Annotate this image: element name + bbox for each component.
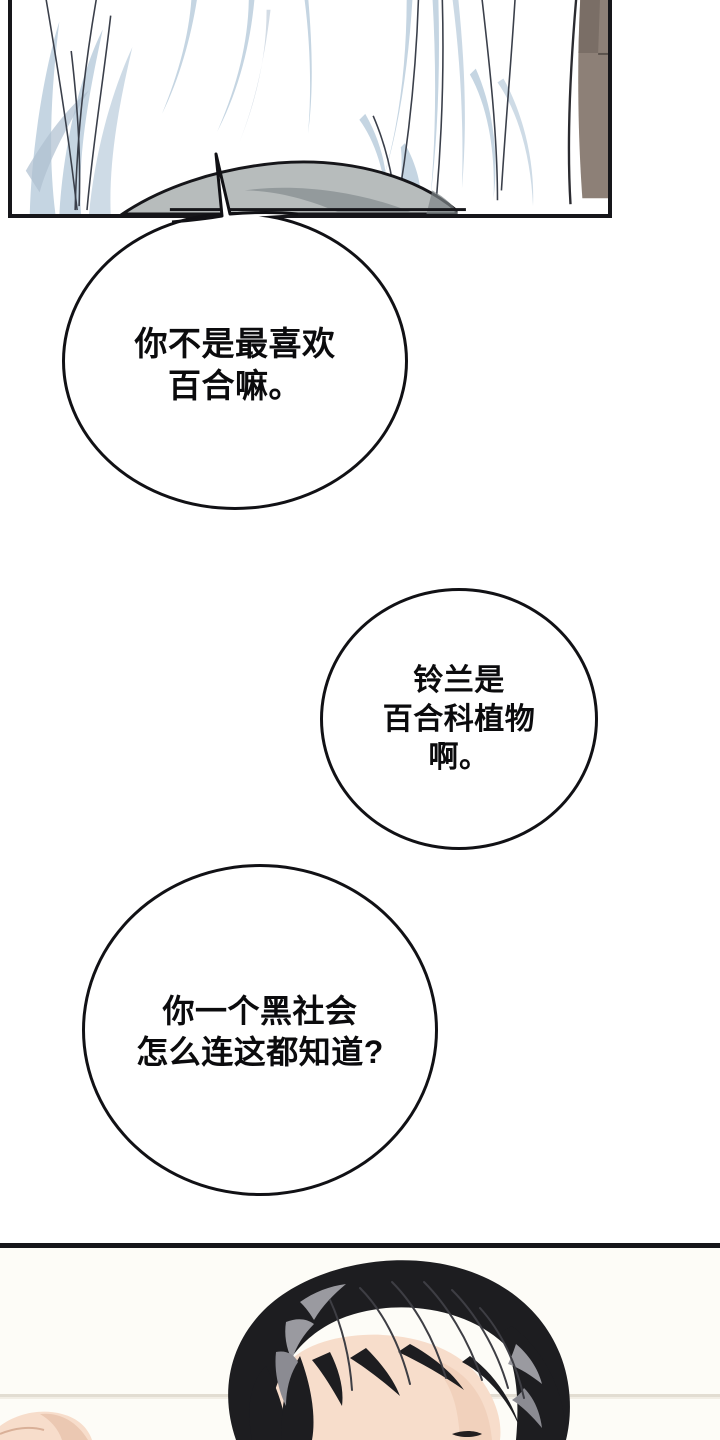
speech-bubble-3[interactable]: 你一个黑社会 怎么连这都知道? [82,864,438,1196]
speech-bubble-1[interactable]: 你不是最喜欢 百合嘛。 [62,212,408,510]
eyebrow [452,1431,482,1437]
grass-leaves-left [25,21,133,214]
comic-panel-top [8,0,612,218]
top-panel-artwork [12,0,608,214]
background-post [567,0,608,205]
speech-bubble-3-text: 你一个黑社会 怎么连这都知道? [136,993,384,1070]
hair-strand-lines [329,1281,525,1399]
speech-bubble-2[interactable]: 铃兰是 百合科植物 啊。 [320,588,598,850]
grass-leaves-center [161,0,312,144]
speech-bubble-2-text: 铃兰是 百合科植物 啊。 [382,664,536,775]
background-figure-shoulder [0,1411,92,1440]
panel-bottom-rule [169,208,466,212]
bottom-panel-artwork [0,1248,720,1440]
comic-panel-bottom [0,1243,720,1440]
character-hair [228,1260,570,1440]
grass-outline-left [45,0,112,211]
speech-bubble-1-text: 你不是最喜欢 百合嘛。 [134,324,336,404]
hair-highlights [275,1284,542,1428]
